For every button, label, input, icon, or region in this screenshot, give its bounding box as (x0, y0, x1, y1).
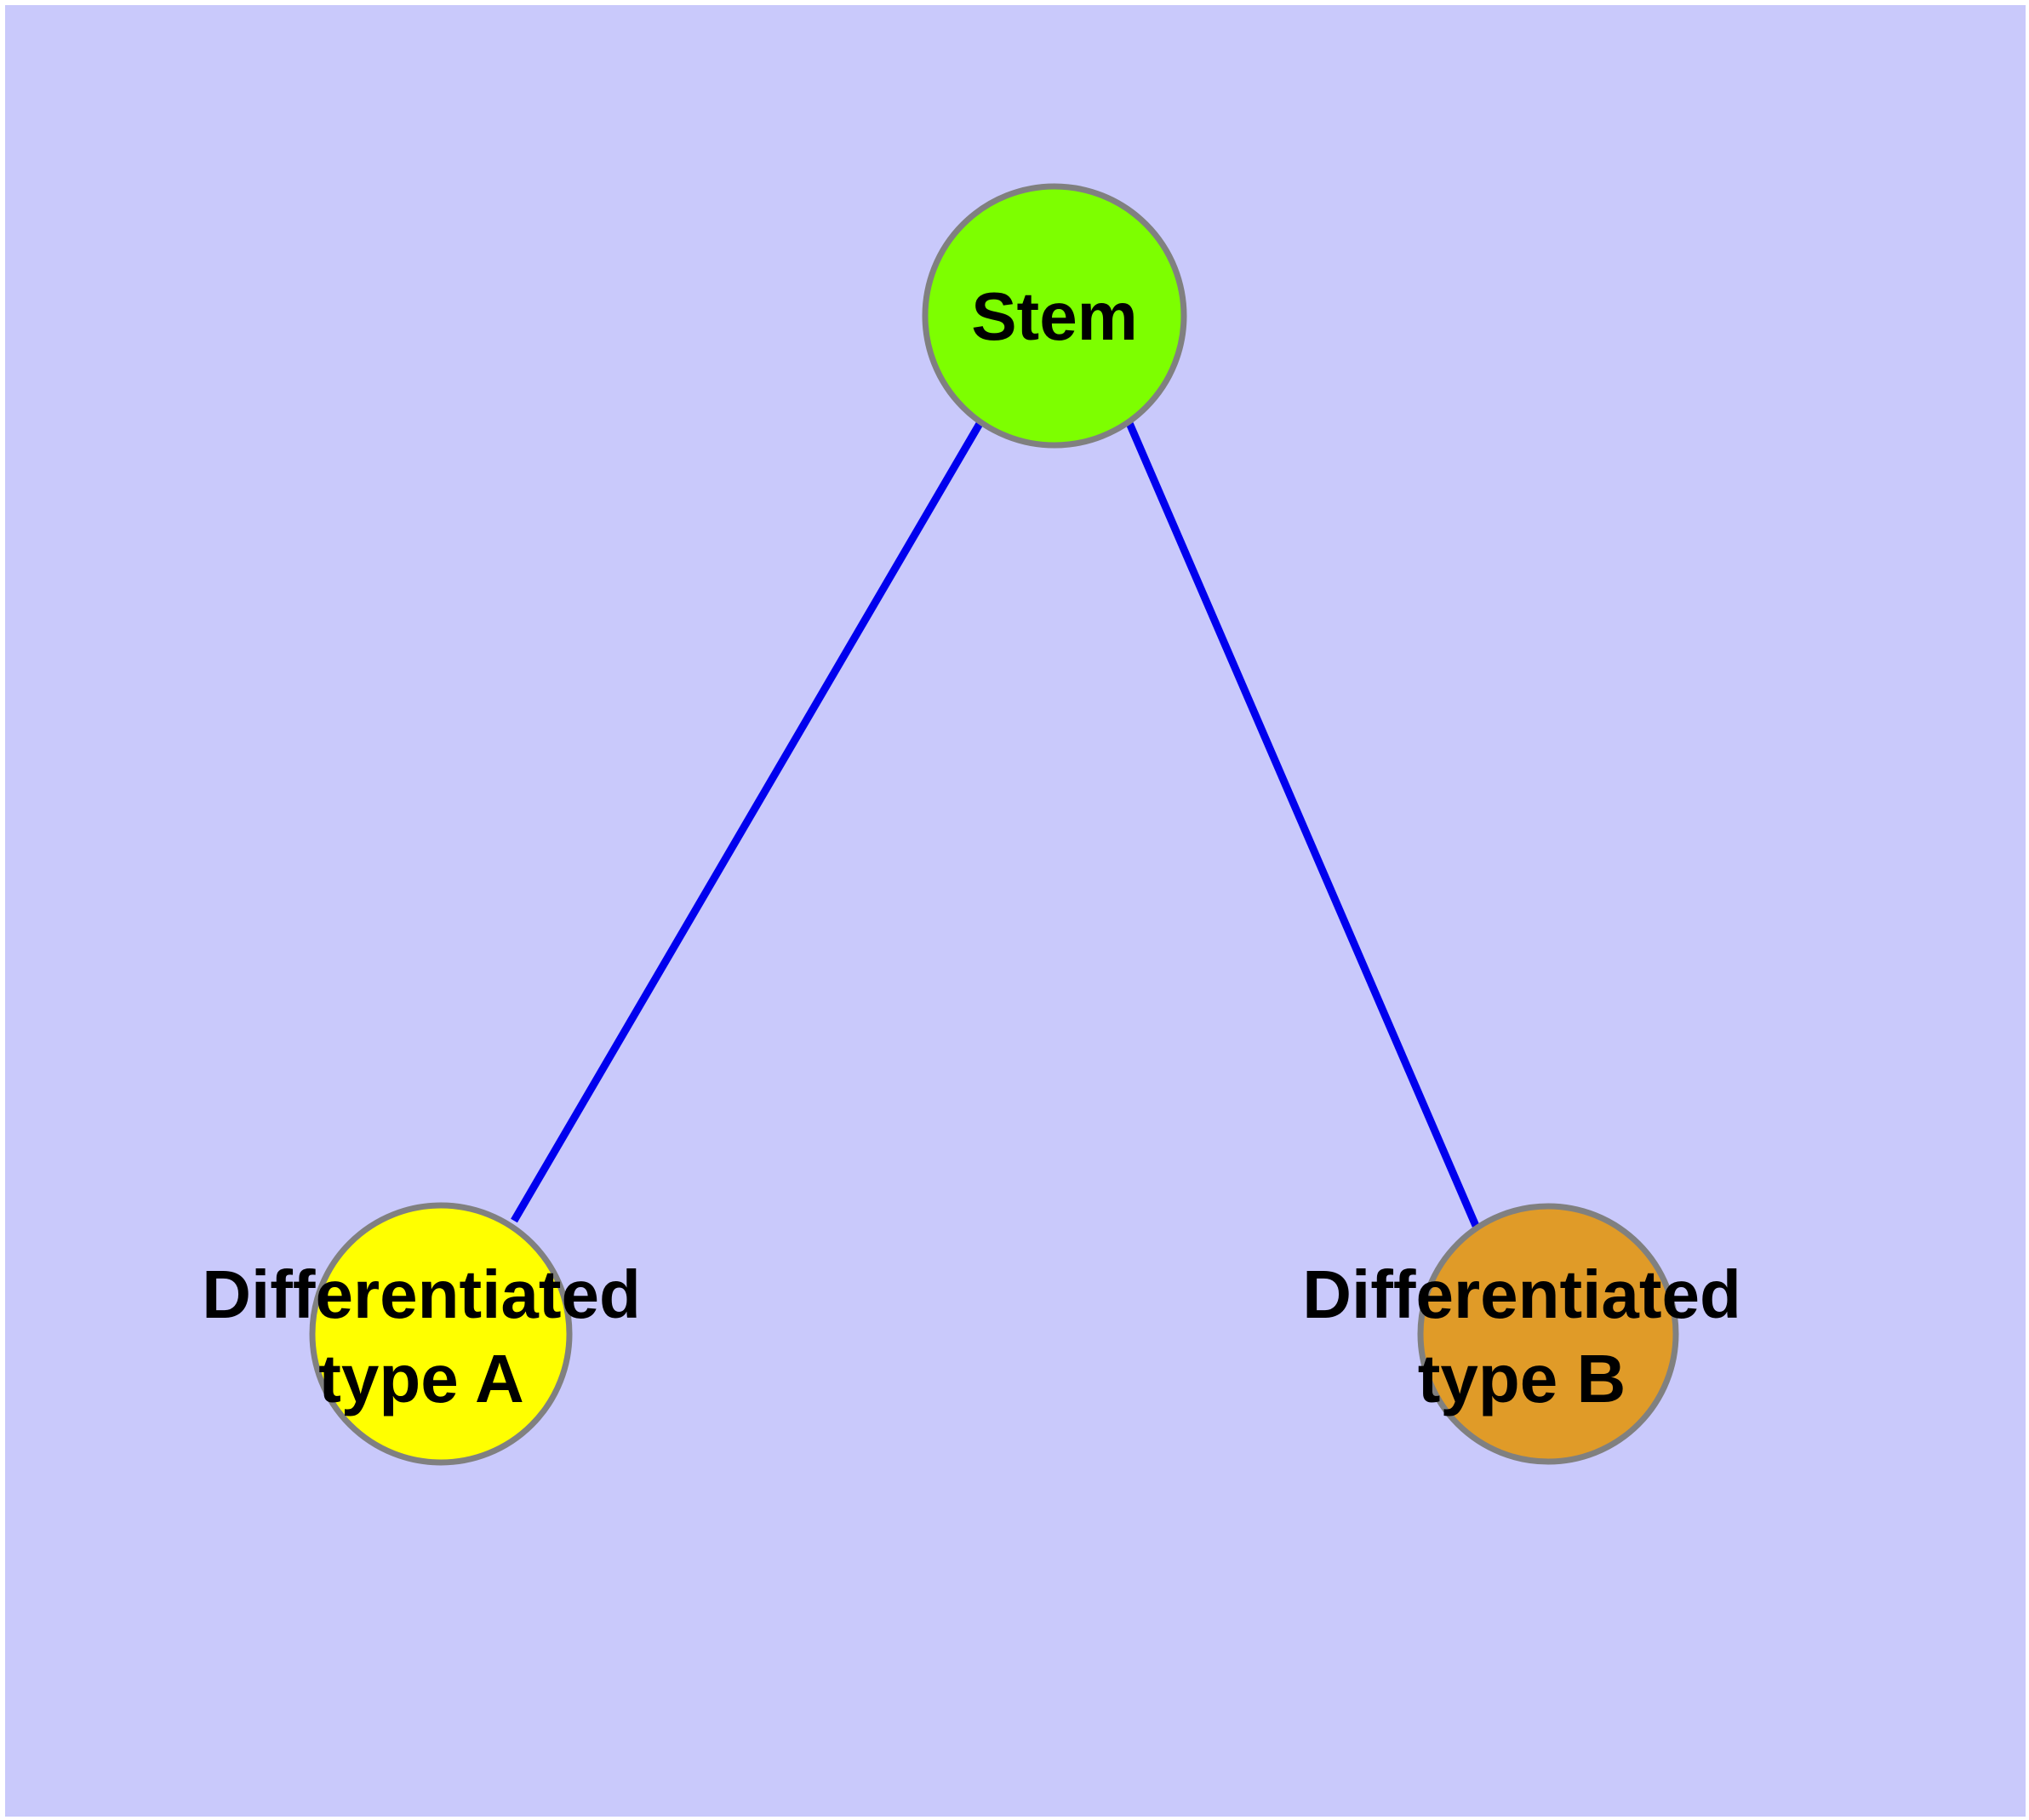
node-differentiated-type-a-circle[interactable] (309, 1202, 573, 1466)
node-differentiated-type-b[interactable] (1417, 1203, 1679, 1465)
node-differentiated-type-b-label-line-2: type B (1418, 1341, 1626, 1417)
edge-stem-to-differentiated-type-a[interactable] (511, 420, 984, 1223)
node-stem-label: Stem (971, 278, 1138, 354)
node-stem[interactable] (922, 183, 1187, 449)
node-differentiated-type-b-label-line-1: Differentiated (1302, 1256, 1741, 1332)
edge-layer (511, 420, 1480, 1228)
edge-stem-to-differentiated-type-b[interactable] (1125, 421, 1480, 1228)
node-differentiated-type-a-label-line-1: Differentiated (202, 1256, 641, 1332)
node-differentiated-type-a[interactable] (309, 1202, 573, 1466)
node-differentiated-type-b-label: Differentiated type B (1302, 1256, 1741, 1417)
node-differentiated-type-b-circle[interactable] (1417, 1203, 1679, 1465)
node-layer (309, 183, 1679, 1466)
label-layer: Stem Differentiated type A Differentiate… (202, 278, 1741, 1417)
node-differentiated-type-a-label: Differentiated type A (202, 1256, 641, 1417)
node-differentiated-type-a-label-line-2: type A (318, 1341, 524, 1417)
node-stem-circle[interactable] (922, 183, 1187, 449)
